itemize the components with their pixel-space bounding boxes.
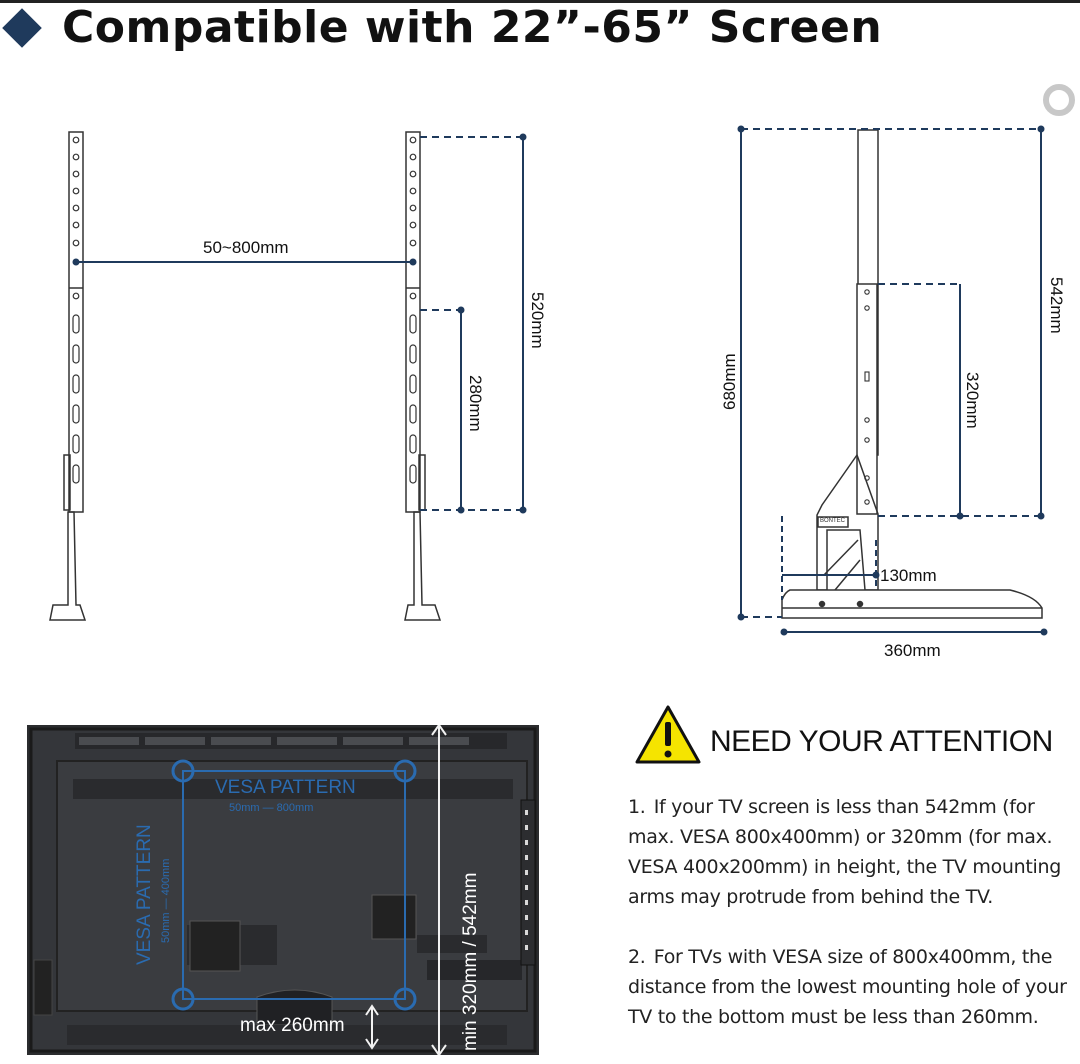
page-title: Compatible with 22”-65” Screen [62,2,883,53]
side-view-dimensions [737,125,1048,636]
note-1-text: If your TV screen is less than 542mm (fo… [628,796,1062,908]
side-view-diagram [781,129,1043,619]
vesa-label-vertical: VESA PATTERN [134,824,155,965]
front-width-label: 50~800mm [203,238,289,257]
brand-mark: BONTEC [820,518,846,524]
note-2-text: For TVs with VESA size of 800x400mm, the… [628,946,1067,1028]
vesa-range-vertical: 50mm — 400mm [160,858,172,943]
max-distance-label: max 260mm [240,1015,345,1036]
dimension-diagrams [49,125,1048,636]
side-total-height-label: 680mm [720,353,739,410]
attention-note-1: 1. If your TV screen is less than 542mm … [628,792,1080,912]
base-plate [781,589,1043,619]
note-2-number: 2. [628,946,646,968]
warning-triangle-icon [635,705,701,764]
left-support-post [49,511,87,621]
side-depth-label: 130mm [880,566,937,585]
vesa-range-horizontal: 50mm — 800mm [229,802,314,814]
tv-back-photo: VESA PATTERN 50mm — 800mm VESA PATTERN 5… [27,725,539,1055]
attention-note-2: 2. For TVs with VESA size of 800x400mm, … [628,942,1080,1032]
tv-height-label: min 320mm / 542mm [460,872,481,1051]
side-post [816,453,879,591]
top-border [0,0,1080,3]
front-height-short-label: 280mm [466,375,485,432]
right-support-post [404,511,442,621]
side-bracket-height-label: 320mm [963,372,982,429]
circle-indicator-icon [1043,84,1075,116]
side-upper-height-label: 542mm [1047,277,1066,334]
front-height-long-label: 520mm [528,292,547,349]
side-bracket [856,283,878,515]
note-1-number: 1. [628,796,646,818]
left-arm-clamp [63,454,71,511]
vesa-label-horizontal: VESA PATTERN [215,777,356,798]
side-base-width-label: 360mm [884,641,941,660]
attention-heading: NEED YOUR ATTENTION [710,725,1053,758]
front-view-diagram [49,131,442,621]
front-view-dimensions [72,133,527,514]
brand-plate [817,516,849,528]
